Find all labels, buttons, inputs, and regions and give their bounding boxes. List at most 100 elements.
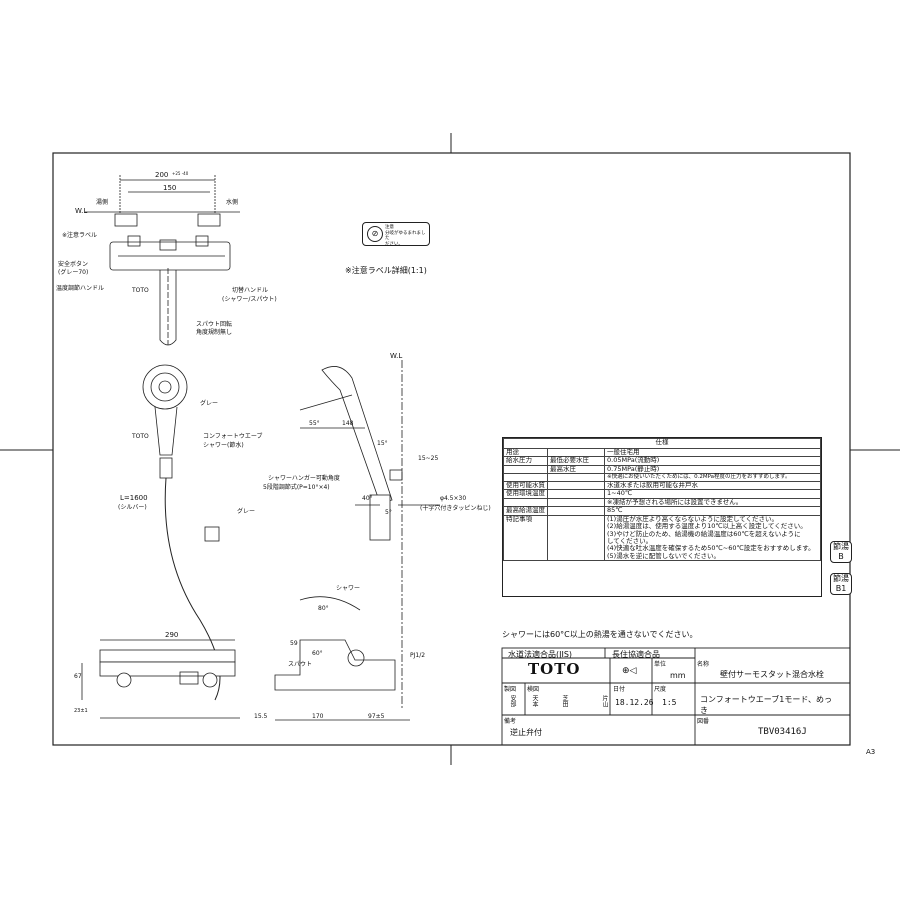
spec-row-8-a: 特記事項 bbox=[503, 514, 548, 562]
checked-by-2: 芝田 bbox=[561, 695, 568, 707]
spec-row-4-b bbox=[547, 480, 605, 491]
standard-housing: 長住協適合品 bbox=[612, 650, 660, 659]
badge-b1-top: 節湯 bbox=[833, 574, 849, 583]
safety-button-label: 安全ボタン bbox=[58, 260, 88, 268]
hanger-angle-sub: 5段階調節式(P=10°×4) bbox=[263, 483, 330, 491]
angle-60: 60° bbox=[312, 650, 323, 657]
badge-b-top: 節湯 bbox=[833, 542, 849, 551]
caution-label-title: 注意 bbox=[385, 225, 394, 230]
spec-table: 仕様 用途 一般住宅用 給水圧力 最低必要水圧 0.05MPa(流動時) 最高水… bbox=[502, 437, 822, 597]
spout-rotation-sub: 角度規制無し bbox=[196, 328, 232, 336]
date-value: 18.12.26 bbox=[615, 698, 654, 707]
spec-special-notes: (1)湯圧が水圧より高くならないように設定してください。 (2)給湯温度は、使用… bbox=[604, 514, 821, 562]
model-description: コンフォートウエーブ1モード、めっき bbox=[700, 695, 833, 715]
dim-200-tolerance: +25 -40 bbox=[172, 171, 189, 176]
spec-row-6-c: ※凍結が予想される場所には設置できません。 bbox=[604, 497, 821, 508]
top-view-faucet bbox=[85, 175, 240, 346]
spec-row-3-b bbox=[547, 473, 605, 482]
spec-row-6-b bbox=[547, 497, 605, 508]
shower-model-label: コンフォートウエーブ bbox=[203, 432, 262, 440]
spec-note-3: (3)やけど防止のため、給湯機の給湯温度は60℃を超えないように bbox=[607, 529, 801, 538]
wl-label-side: W.L bbox=[390, 352, 402, 360]
grey-label-1: グレー bbox=[200, 399, 218, 407]
spec-row-5-c: 1~40℃ bbox=[604, 489, 821, 499]
dim-290: 290 bbox=[165, 631, 178, 639]
remarks-label: 備考 bbox=[504, 718, 517, 725]
angle-80: 80° bbox=[318, 605, 329, 612]
drawing-number: TBV03416J bbox=[758, 727, 807, 737]
drawn-label: 製図 bbox=[504, 686, 517, 693]
title-block-grid bbox=[501, 647, 851, 746]
spec-title: 仕様 bbox=[503, 438, 821, 449]
spec-note-5: (4)快適な吐水温度を確保するため50℃~60℃設定をおすすめします。 bbox=[607, 544, 815, 553]
safety-button-color: (グレー70) bbox=[58, 268, 88, 276]
badge-b-bottom: B bbox=[838, 552, 844, 561]
badge-b1-bottom: B1 bbox=[835, 584, 847, 593]
remarks-value: 逆止弁付 bbox=[510, 728, 542, 737]
spec-row-3-c: ※快適にお使いいただくためには、0.2MPa程度の圧力をおすすめします。 bbox=[604, 473, 821, 482]
hose-length: L=1600 bbox=[120, 494, 148, 502]
water-saving-badge-b1: 節湯 B1 bbox=[830, 573, 852, 595]
toto-mark-shower: TOTO bbox=[131, 433, 149, 440]
screw-type: (十字穴付きタッピンねじ) bbox=[420, 504, 491, 512]
spec-row-8-b bbox=[547, 514, 605, 562]
shower-position-label: シャワー bbox=[336, 585, 360, 592]
spec-row-5-b bbox=[547, 489, 605, 499]
scale-label: 尺度 bbox=[654, 686, 667, 693]
angle-15: 15° bbox=[377, 440, 388, 447]
unit-label: 単位 bbox=[654, 661, 667, 668]
caution-label-detail: ⊘ 注意 分岐がゆるまれました ださい。 bbox=[362, 222, 430, 247]
caution-label-line2: ださい。 bbox=[385, 241, 403, 247]
spec-row-5-a: 使用環境温度 bbox=[503, 489, 548, 499]
spout-position-label: スパウト bbox=[288, 660, 312, 668]
spout-rotation-label: スパウト回転 bbox=[196, 320, 232, 328]
date-label: 日付 bbox=[613, 686, 626, 693]
spec-note-2: (2)給湯温度は、使用する温度より10℃以上高く設定してください。 bbox=[607, 522, 807, 531]
switch-handle-sub: (シャワー/スパウト) bbox=[222, 295, 277, 303]
angle-55: 55° bbox=[309, 420, 320, 427]
drawing-number-label: 図番 bbox=[697, 718, 710, 725]
spec-row-7-c: 85℃ bbox=[604, 506, 821, 516]
screw-size: φ4.5×30 bbox=[440, 495, 466, 502]
side-view bbox=[274, 360, 440, 721]
toto-mark-top: TOTO bbox=[131, 287, 149, 294]
sheet-size: A3 bbox=[866, 748, 876, 756]
angle-40: 40° bbox=[362, 495, 373, 502]
cold-side-label: 水側 bbox=[226, 198, 238, 206]
no-touch-icon: ⊘ bbox=[367, 226, 383, 242]
toto-logo: TOTO bbox=[528, 660, 581, 678]
dim-23: 23±1 bbox=[74, 708, 88, 714]
product-name-label: 名称 bbox=[697, 661, 710, 668]
dim-15-25: 15~25 bbox=[418, 455, 438, 462]
label-detail-caption: ※注意ラベル詳細(1:1) bbox=[345, 265, 427, 275]
hot-side-label: 湯側 bbox=[96, 198, 108, 206]
pen-symbol-icon: ⊕◁ bbox=[622, 666, 637, 676]
spec-row-1-a: 給水圧力 bbox=[503, 456, 548, 466]
shower-head-front bbox=[142, 364, 221, 701]
scale-value: 1:5 bbox=[662, 698, 677, 707]
spec-row-7-a: 最高給湯温度 bbox=[503, 506, 548, 516]
switch-handle-label: 切替ハンドル bbox=[232, 286, 268, 294]
standard-jis: 水道法適合品(JIS) bbox=[508, 650, 573, 659]
hose-color: (シルバー) bbox=[118, 504, 147, 511]
thread-spec: PJ1/2 bbox=[410, 652, 425, 659]
spec-row-7-b bbox=[547, 506, 605, 516]
dim-170: 170 bbox=[312, 713, 324, 720]
unit-value: mm bbox=[670, 671, 686, 680]
spec-note-6: (5)湯水を逆に配管しないでください。 bbox=[607, 551, 721, 560]
dim-148: 148 bbox=[342, 420, 354, 427]
caution-label-callout: ※注意ラベル bbox=[62, 231, 97, 239]
water-saving-badge-b: 節湯 B bbox=[830, 541, 852, 563]
dim-15-5: 15.5 bbox=[254, 713, 268, 720]
approved-by: 片山 bbox=[601, 695, 608, 707]
wl-label-top: W.L bbox=[75, 207, 87, 215]
spec-row-2-a bbox=[503, 464, 548, 475]
checked-by: 天本 bbox=[531, 695, 538, 707]
spec-row-4-c: 水道水または飲用可能な井戸水 bbox=[604, 480, 821, 491]
shower-temperature-warning: シャワーには60°C以上の熱湯を通さないでください。 bbox=[502, 629, 698, 639]
caution-label-text: 注意 分岐がゆるまれました ださい。 bbox=[385, 225, 429, 247]
shower-model-sub: シャワー(節水) bbox=[203, 441, 244, 449]
hanger-angle-title: シャワーハンガー可動角度 bbox=[268, 474, 340, 482]
dim-97: 97±5 bbox=[368, 713, 385, 720]
